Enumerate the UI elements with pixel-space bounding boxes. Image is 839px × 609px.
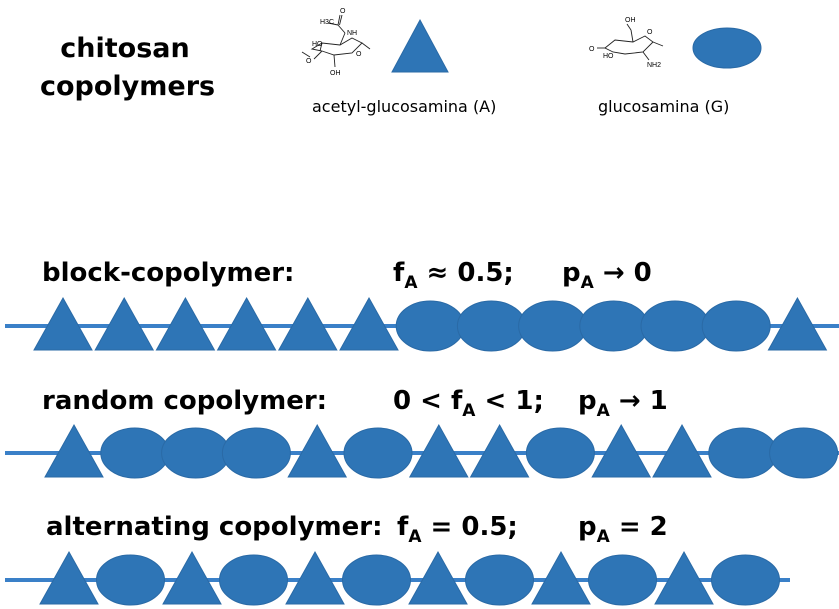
p-rest: → 0 — [593, 258, 652, 288]
monomer-A-triangle — [469, 423, 530, 478]
acetyl-label-h3c: H3C — [320, 19, 334, 26]
f-rest: = 0.5; — [421, 512, 518, 542]
block-copolymer-p-value: pA → 0 — [562, 258, 652, 293]
gluco-label-oh: OH — [625, 17, 636, 24]
monomer-A-triangle — [287, 423, 348, 478]
gluco-label-ho: HO — [603, 53, 614, 60]
monomer-A-triangle — [408, 423, 469, 478]
monomer-G-ellipse — [518, 300, 588, 352]
acetyl-label-nh: NH — [347, 30, 357, 37]
f-subscript: A — [404, 273, 418, 293]
f-symbol: f — [393, 258, 405, 288]
glucosamine-structure: OH O HO O NH2 — [589, 17, 664, 69]
monomer-G-ellipse — [640, 300, 710, 352]
monomer-G-ellipse — [701, 300, 771, 352]
gluco-label-o-ring: O — [647, 29, 653, 36]
acetyl-caption: acetyl-glucosamina (A) — [312, 97, 497, 116]
block-copolymer-f-value: fA ≈ 0.5; — [393, 258, 514, 293]
p-rest: → 1 — [609, 386, 668, 416]
f-rest: < 1; — [475, 386, 544, 416]
monomer-A-triangle — [591, 423, 652, 478]
p-symbol: p — [562, 258, 581, 288]
title-line-2: copolymers — [40, 71, 216, 102]
ellipse-icon — [692, 27, 762, 69]
monomer-G-ellipse — [456, 300, 526, 352]
monomer-G-ellipse — [100, 427, 170, 479]
monomer-G-ellipse — [579, 300, 649, 352]
monomer-G-ellipse — [395, 300, 465, 352]
monomer-G-ellipse — [343, 427, 413, 479]
gluco-legend-symbol — [692, 27, 762, 69]
monomer-A-triangle — [33, 296, 93, 351]
random-copolymer-label: random copolymer: — [42, 386, 328, 416]
p-symbol: p — [578, 512, 597, 542]
gluco-label-o-link: O — [589, 46, 595, 53]
monomer-G-ellipse — [221, 427, 291, 479]
acetyl-glucosamine-structure: H3C O NH HO O O OH — [301, 8, 371, 77]
alternating-copolymer-label: alternating copolymer: — [46, 512, 383, 542]
monomer-A-triangle — [531, 550, 591, 605]
monomer-G-ellipse — [465, 554, 534, 606]
monomer-A-triangle — [39, 550, 99, 605]
monomer-G-ellipse — [161, 427, 231, 479]
monomer-A-triangle — [408, 550, 468, 605]
acetyl-label-oh: OH — [330, 70, 341, 77]
acetyl-label-o-carbonyl: O — [340, 8, 346, 15]
f-subscript: A — [408, 527, 422, 547]
p-subscript: A — [580, 273, 594, 293]
monomer-G-ellipse — [219, 554, 288, 606]
monomer-G-ellipse — [96, 554, 165, 606]
p-rest: = 2 — [609, 512, 668, 542]
monomer-G-ellipse — [711, 554, 780, 606]
acetyl-legend-symbol — [391, 18, 449, 73]
monomer-A-triangle — [216, 296, 277, 351]
p-subscript: A — [596, 401, 610, 421]
random-copolymer-f-value: 0 < fA < 1; — [393, 386, 544, 421]
monomer-A-triangle — [94, 296, 155, 351]
monomer-G-ellipse — [769, 427, 839, 479]
acetyl-label-o-ring: O — [356, 51, 362, 58]
gluco-caption: glucosamina (G) — [598, 97, 730, 116]
triangle-icon — [391, 18, 449, 73]
random-copolymer-chain — [5, 423, 839, 479]
monomer-G-ellipse — [342, 554, 411, 606]
monomer-G-ellipse — [588, 554, 657, 606]
alternating-copolymer-p-value: pA = 2 — [578, 512, 668, 547]
monomer-A-triangle — [155, 296, 216, 351]
monomer-A-triangle — [277, 296, 338, 351]
f-symbol: 0 < f — [393, 386, 463, 416]
p-symbol: p — [578, 386, 597, 416]
monomer-A-triangle — [652, 423, 712, 478]
f-rest: ≈ 0.5; — [417, 258, 514, 288]
title-line-1: chitosan — [60, 33, 190, 64]
p-subscript: A — [596, 527, 610, 547]
acetyl-label-o-link: O — [306, 58, 312, 65]
block-copolymer-label: block-copolymer: — [42, 258, 295, 288]
monomer-A-triangle — [285, 550, 345, 605]
f-subscript: A — [462, 401, 476, 421]
block-copolymer-chain — [5, 296, 839, 352]
random-copolymer-p-value: pA → 1 — [578, 386, 668, 421]
monomer-A-triangle — [339, 296, 399, 351]
monomer-A-triangle — [44, 423, 104, 478]
monomer-G-ellipse — [708, 427, 778, 479]
monomer-A-triangle — [767, 296, 828, 351]
f-symbol: f — [397, 512, 409, 542]
diagram-title: chitosan copolymers — [40, 30, 216, 106]
acetyl-label-ho: HO — [312, 41, 323, 48]
alternating-copolymer-chain — [5, 550, 790, 606]
gluco-label-nh2: NH2 — [647, 62, 661, 69]
alternating-copolymer-f-value: fA = 0.5; — [397, 512, 518, 547]
monomer-A-triangle — [654, 550, 714, 605]
monomer-A-triangle — [162, 550, 222, 605]
monomer-G-ellipse — [525, 427, 595, 479]
